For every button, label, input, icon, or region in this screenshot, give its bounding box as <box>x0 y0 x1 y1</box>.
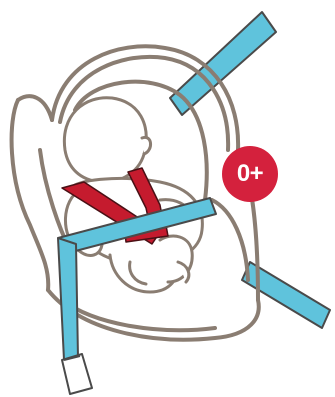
age-group-badge: 0+ <box>222 146 278 202</box>
